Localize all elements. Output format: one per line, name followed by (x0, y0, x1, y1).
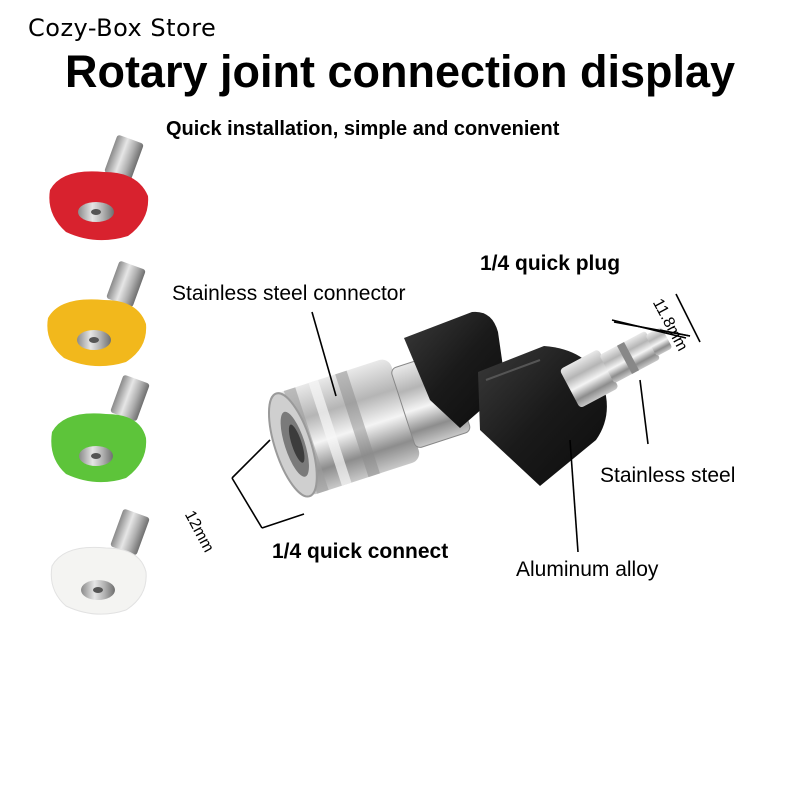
label-stainless-steel: Stainless steel (600, 464, 736, 487)
label-quick-plug: 1/4 quick plug (480, 252, 621, 275)
green-nozzle (51, 375, 150, 483)
yellow-nozzle (47, 261, 147, 367)
label-stainless-connector: Stainless steel connector (172, 282, 406, 305)
rotary-joint (267, 311, 672, 498)
label-aluminum-alloy: Aluminum alloy (516, 558, 659, 581)
stainless-plug (560, 327, 672, 408)
store-name: Cozy-Box Store (28, 14, 217, 42)
page-subtitle: Quick installation, simple and convenien… (166, 118, 560, 140)
callout-lines (231, 293, 701, 553)
page-title: Rotary joint connection display (64, 46, 736, 97)
white-nozzle (50, 509, 150, 615)
label-quick-connect: 1/4 quick connect (272, 540, 449, 563)
red-nozzle (49, 135, 149, 241)
